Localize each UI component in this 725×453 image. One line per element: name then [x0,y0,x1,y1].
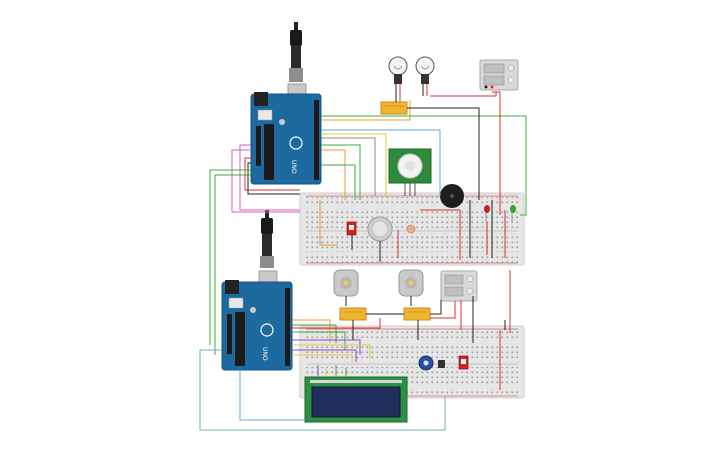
arduino-2[interactable]: UNO [221,210,293,371]
svg-text:UNO: UNO [261,347,268,361]
bulb-2[interactable] [415,56,435,96]
relay-2[interactable] [339,307,367,321]
power-supply-1[interactable] [479,59,519,91]
relay-1[interactable] [380,101,408,115]
slide-switch-2[interactable] [458,355,469,370]
lcd-16x2[interactable] [304,376,408,423]
power-supply-2[interactable] [440,270,478,302]
slide-switch-1[interactable] [346,221,357,236]
led-green[interactable] [510,205,516,222]
gas-sensor[interactable] [367,216,393,242]
dc-motor-2[interactable] [398,269,424,306]
wires [199,91,527,431]
pir-sensor[interactable] [388,148,432,196]
ldr[interactable] [406,224,416,234]
arduino-1[interactable]: UNO [250,22,322,185]
led-red[interactable] [484,205,490,222]
breadboard-2 [299,325,525,399]
buzzer[interactable] [440,184,464,208]
dc-motor-1[interactable] [333,269,359,306]
svg-text:UNO: UNO [290,160,297,174]
bulb-1[interactable] [388,56,408,96]
relay-3[interactable] [403,307,431,321]
potentiometer[interactable] [418,355,445,371]
